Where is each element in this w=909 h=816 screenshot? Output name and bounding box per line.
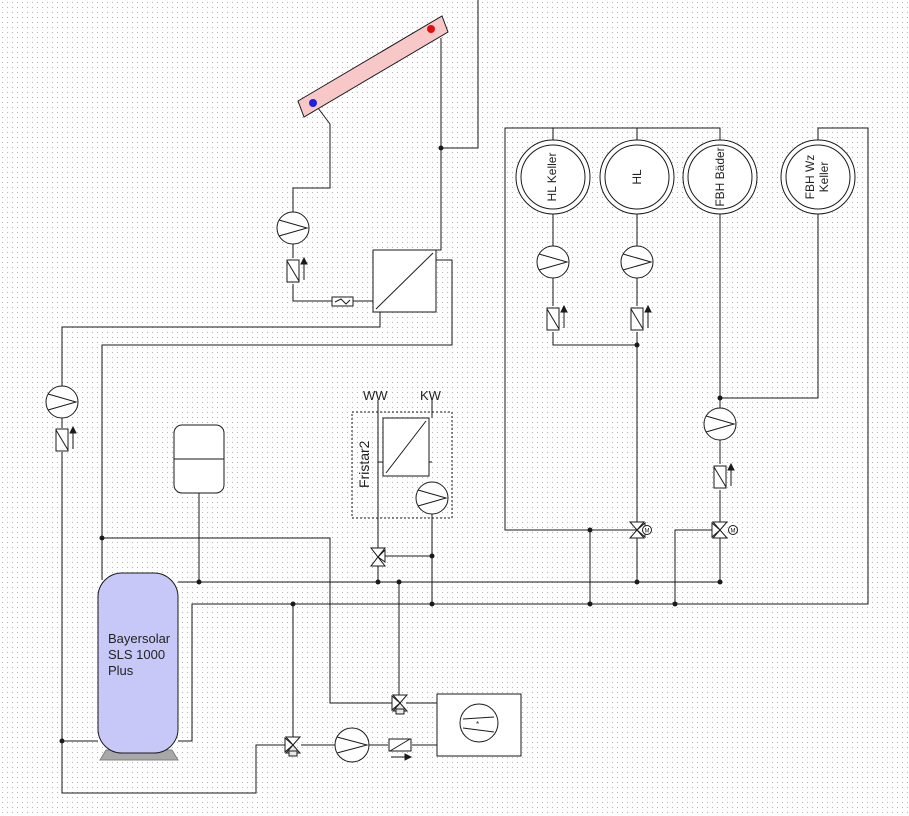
pipe-hl-keller-return bbox=[552, 332, 637, 346]
pipe-fbh-valve-side bbox=[674, 529, 712, 604]
pipe-network bbox=[61, 0, 869, 794]
junction-dot bbox=[587, 527, 593, 533]
circuit-label: HL Keller bbox=[545, 153, 559, 202]
junction-dot bbox=[429, 553, 435, 559]
pipe-distribution-frame bbox=[504, 127, 721, 531]
pipe-bottom-loop bbox=[61, 741, 285, 794]
junction-dot bbox=[290, 601, 296, 607]
collector-panel bbox=[297, 15, 449, 118]
pipe-bypass-left bbox=[102, 537, 394, 704]
circuit-hl[interactable]: HL bbox=[599, 139, 675, 215]
circuit-label: FBH Bäder bbox=[713, 147, 727, 206]
svg-text:*: * bbox=[476, 720, 479, 729]
junction-dot bbox=[717, 395, 723, 401]
check-valve-icon bbox=[388, 738, 413, 761]
circuit-label-line2: Keller bbox=[817, 162, 831, 193]
check-valve-icon bbox=[286, 256, 308, 283]
three-way-valve-icon[interactable] bbox=[711, 521, 729, 539]
motor-icon bbox=[642, 525, 652, 535]
pump-icon[interactable] bbox=[45, 385, 79, 419]
motor-label: M bbox=[731, 529, 736, 535]
heat-generator-unit: * bbox=[436, 693, 522, 757]
pipe-fbh-wz-return bbox=[720, 214, 819, 399]
junction-dot bbox=[429, 601, 435, 607]
heating-circuits: HL Keller HL FBH Bäder FBH Wz Keller bbox=[515, 139, 856, 215]
fristar-heat-exchanger bbox=[378, 417, 432, 477]
pipe-vent-top bbox=[441, 0, 479, 149]
tank-body bbox=[97, 572, 179, 754]
three-way-valve-icon[interactable] bbox=[369, 547, 387, 567]
solar-collector bbox=[297, 15, 449, 118]
motor-label: M bbox=[645, 529, 650, 535]
fristar-boundary bbox=[351, 411, 453, 519]
circuit-label-line1: FBH Wz bbox=[803, 155, 817, 200]
check-valve-icon bbox=[546, 304, 568, 331]
three-way-valve-icon[interactable] bbox=[391, 694, 409, 715]
junction-dot bbox=[438, 145, 444, 151]
junction-dot bbox=[634, 579, 640, 585]
ww-label: WW bbox=[363, 388, 388, 403]
pump-icon[interactable] bbox=[334, 727, 370, 763]
junction-dot bbox=[672, 601, 678, 607]
check-valves bbox=[55, 256, 735, 761]
pipe-collector-flow bbox=[434, 38, 442, 251]
junction-dot bbox=[587, 601, 593, 607]
pump-icon[interactable] bbox=[415, 481, 449, 515]
tank-label-line2: SLS 1000 bbox=[108, 647, 165, 662]
junction-dots bbox=[59, 145, 723, 744]
check-valve-icon bbox=[630, 304, 652, 331]
valve-motors: M M bbox=[642, 525, 738, 535]
collector-hot-port-icon bbox=[427, 25, 435, 33]
heat-exchanger-solar bbox=[372, 249, 437, 313]
tank-label-line3: Plus bbox=[108, 663, 134, 678]
pumps bbox=[45, 211, 737, 763]
unit-dial-icon bbox=[459, 703, 499, 743]
collector-cold-port-icon bbox=[309, 99, 317, 107]
junction-dot bbox=[717, 579, 723, 585]
motor-icon bbox=[728, 525, 738, 535]
pump-icon[interactable] bbox=[276, 211, 310, 245]
circuit-fbh-baeder[interactable]: FBH Bäder bbox=[682, 139, 758, 215]
pipe-main-return bbox=[178, 127, 869, 742]
junction-dot bbox=[59, 738, 65, 744]
fristar-label: Fristar2 bbox=[356, 440, 372, 488]
junction-dot bbox=[634, 342, 640, 348]
pipe-hx-to-tank bbox=[61, 312, 381, 386]
circuit-hl-keller[interactable]: HL Keller bbox=[515, 139, 591, 215]
circuit-fbh-wz-keller[interactable]: FBH Wz Keller bbox=[780, 139, 856, 215]
expansion-vessel bbox=[173, 424, 225, 494]
fristar-module: Fristar2 WW KW bbox=[351, 388, 453, 519]
pipe-tank-loop bbox=[61, 452, 98, 742]
flow-meter-icon bbox=[331, 296, 354, 307]
pipe-hx-return bbox=[101, 259, 453, 580]
junction-dot bbox=[375, 579, 381, 585]
pump-icon[interactable] bbox=[703, 407, 737, 441]
three-way-valve-icon[interactable] bbox=[284, 736, 302, 757]
circuit-label: HL bbox=[630, 169, 644, 185]
kw-label: KW bbox=[420, 388, 442, 403]
storage-tank: Bayersolar SLS 1000 Plus bbox=[97, 572, 179, 761]
pump-icon[interactable] bbox=[536, 245, 570, 279]
check-valve-icon bbox=[55, 425, 77, 452]
junction-dot bbox=[396, 579, 402, 585]
pipe-collector-check-hx bbox=[292, 284, 332, 302]
tank-label-line1: Bayersolar bbox=[108, 631, 171, 646]
pump-icon[interactable] bbox=[620, 245, 654, 279]
junction-dot bbox=[99, 535, 105, 541]
check-valve-icon bbox=[713, 462, 735, 489]
pipe-collector-return bbox=[292, 107, 331, 212]
junction-dot bbox=[196, 579, 202, 585]
